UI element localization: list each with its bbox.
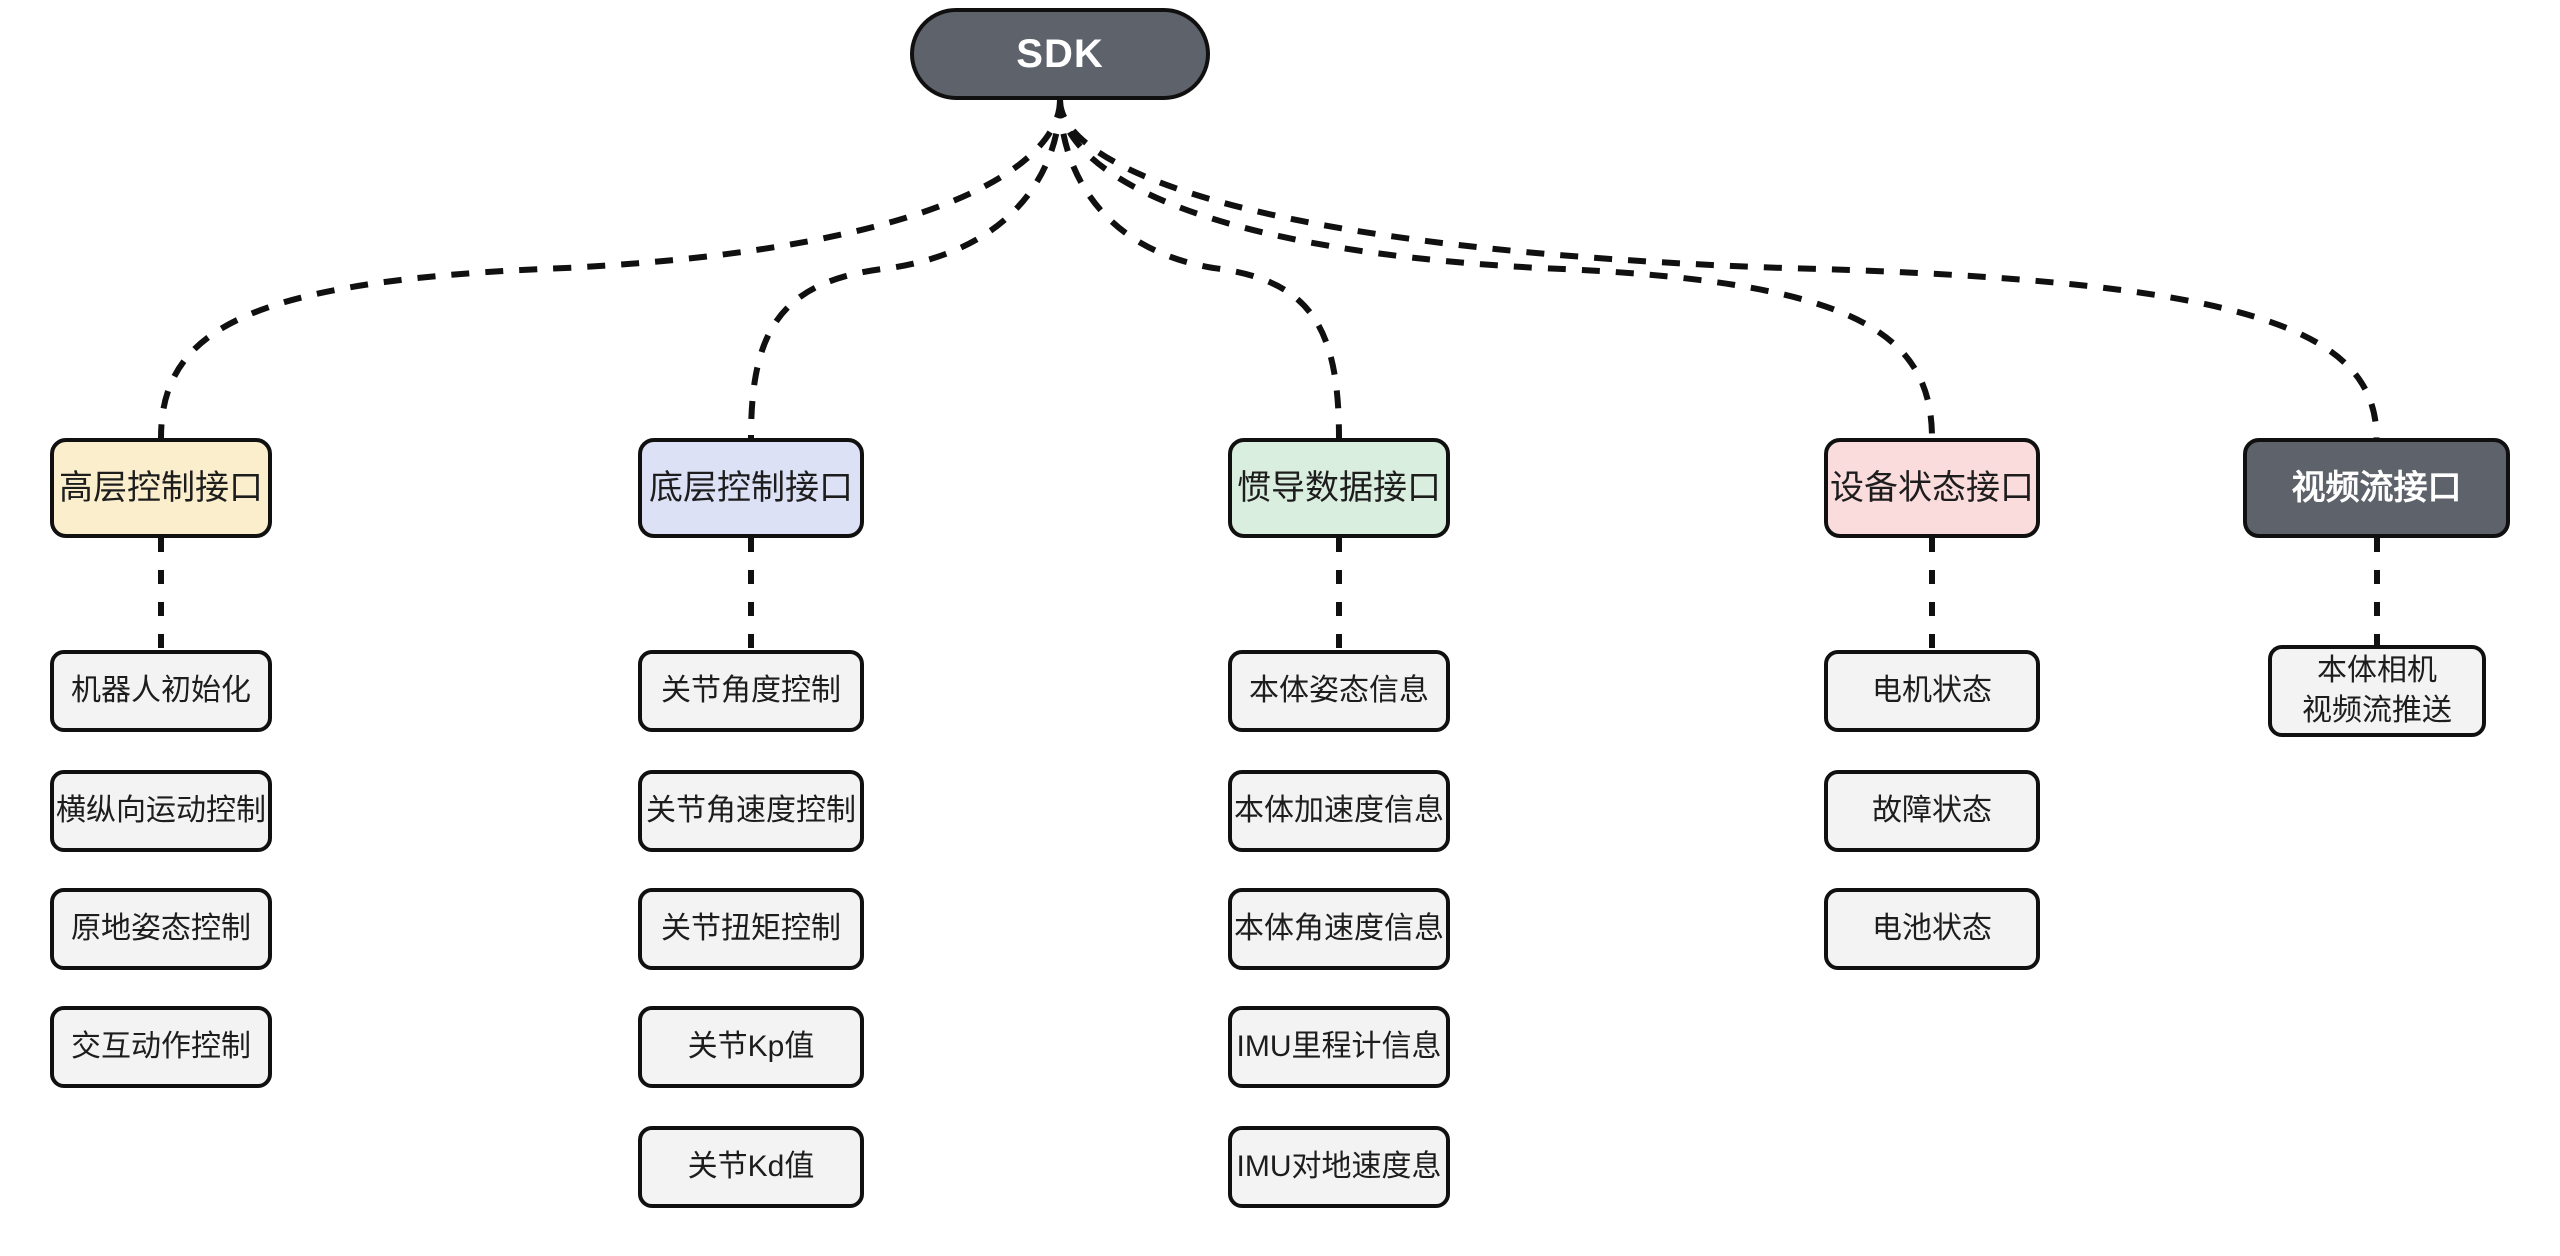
leaf-node-2-3[interactable]: 关节扭矩控制 bbox=[638, 888, 864, 970]
leaf-node-3-4[interactable]: IMU里程计信息 bbox=[1228, 1006, 1450, 1088]
category-node-1[interactable]: 高层控制接口 bbox=[50, 438, 272, 538]
root-node-sdk[interactable]: SDK bbox=[910, 8, 1210, 100]
category-node-3[interactable]: 惯导数据接口 bbox=[1228, 438, 1450, 538]
leaf-node-2-2[interactable]: 关节角速度控制 bbox=[638, 770, 864, 852]
leaf-node-2-1[interactable]: 关节角度控制 bbox=[638, 650, 864, 732]
leaf-node-4-3[interactable]: 电池状态 bbox=[1824, 888, 2040, 970]
leaf-node-3-3[interactable]: 本体角速度信息 bbox=[1228, 888, 1450, 970]
leaf-node-1-2[interactable]: 横纵向运动控制 bbox=[50, 770, 272, 852]
leaf-node-2-4[interactable]: 关节Kp值 bbox=[638, 1006, 864, 1088]
category-node-5[interactable]: 视频流接口 bbox=[2243, 438, 2510, 538]
leaf-node-3-1[interactable]: 本体姿态信息 bbox=[1228, 650, 1450, 732]
leaf-node-4-1[interactable]: 电机状态 bbox=[1824, 650, 2040, 732]
leaf-node-1-1[interactable]: 机器人初始化 bbox=[50, 650, 272, 732]
edge-dashed bbox=[748, 99, 1063, 439]
leaf-node-5-1[interactable]: 本体相机 视频流推送 bbox=[2268, 645, 2486, 737]
leaf-node-3-2[interactable]: 本体加速度信息 bbox=[1228, 770, 1450, 852]
edge-dashed bbox=[1057, 99, 2380, 439]
edge-dashed bbox=[1057, 99, 1342, 439]
leaf-node-3-5[interactable]: IMU对地速度息 bbox=[1228, 1126, 1450, 1208]
edge-dashed bbox=[158, 99, 1063, 439]
leaf-node-2-5[interactable]: 关节Kd值 bbox=[638, 1126, 864, 1208]
category-node-2[interactable]: 底层控制接口 bbox=[638, 438, 864, 538]
category-node-4[interactable]: 设备状态接口 bbox=[1824, 438, 2040, 538]
leaf-node-1-4[interactable]: 交互动作控制 bbox=[50, 1006, 272, 1088]
edge-dashed bbox=[1057, 99, 1935, 439]
leaf-node-1-3[interactable]: 原地姿态控制 bbox=[50, 888, 272, 970]
leaf-node-4-2[interactable]: 故障状态 bbox=[1824, 770, 2040, 852]
